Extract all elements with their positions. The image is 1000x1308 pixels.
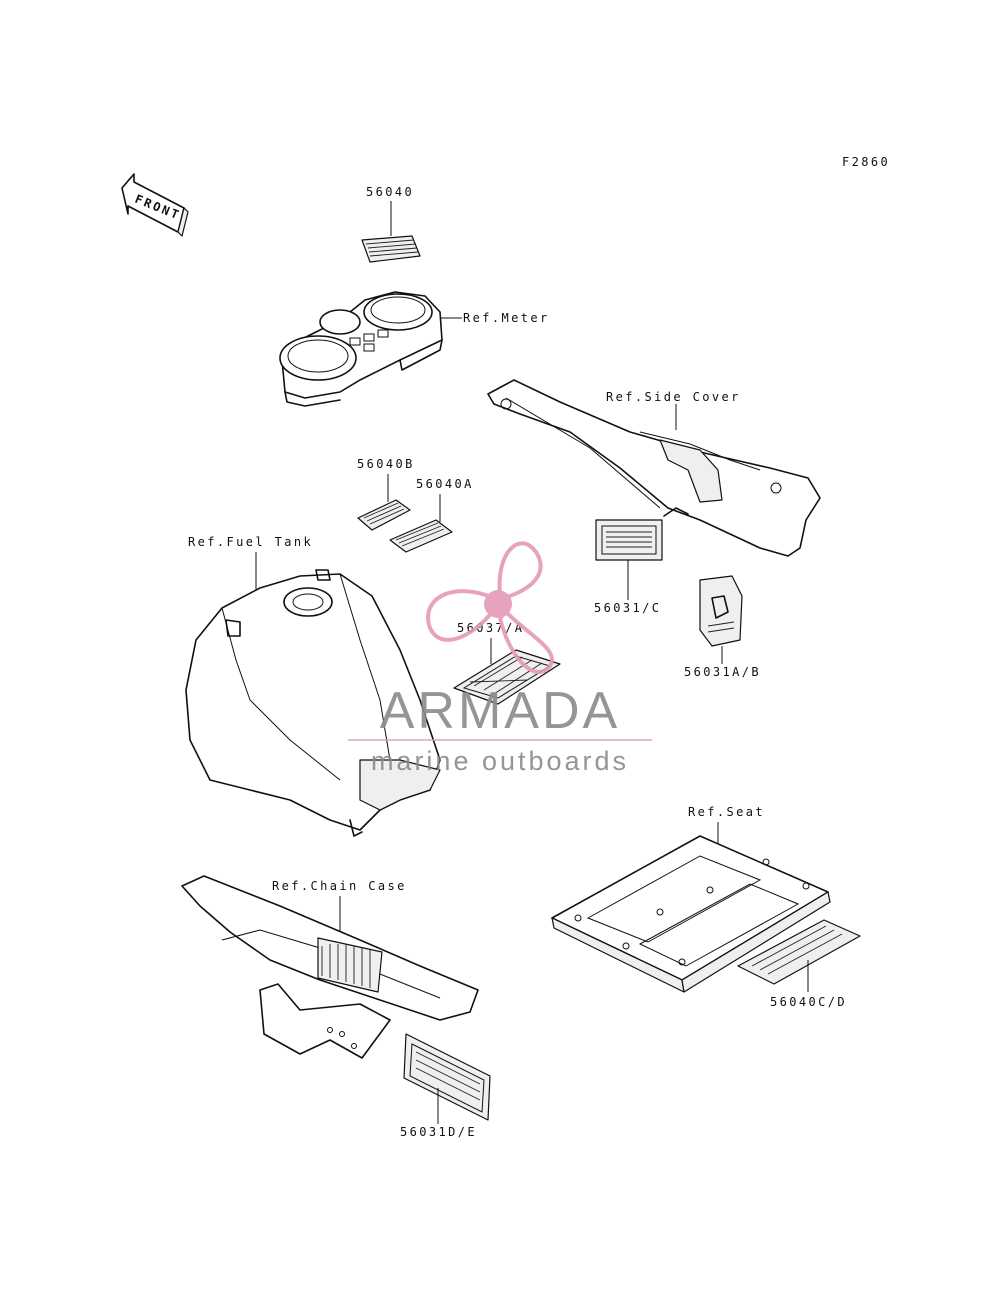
- label-56040a: 56040A: [416, 477, 474, 491]
- fuel-tank: [185, 569, 441, 837]
- propeller-logo-icon: [426, 541, 554, 674]
- front-arrow-icon: FRONT: [121, 173, 189, 237]
- label-56031c: 56031/C: [594, 601, 661, 615]
- decal-56031c: [595, 519, 663, 561]
- label-ref-side-cover: Ref.Side Cover: [606, 390, 741, 404]
- decal-56040cd: [737, 919, 861, 985]
- label-56031ab: 56031A/B: [684, 665, 761, 679]
- watermark-subtitle: marine outboards: [371, 746, 629, 776]
- label-56031de: 56031D/E: [400, 1125, 477, 1139]
- meter-assembly: [279, 291, 443, 407]
- decal-56031de: [403, 1033, 491, 1121]
- label-ref-meter: Ref.Meter: [463, 311, 550, 325]
- seat-base: [551, 835, 831, 993]
- figure-code: F2860: [842, 155, 890, 169]
- watermark-title: ARMADA: [380, 682, 620, 740]
- label-56040cd: 56040C/D: [770, 995, 847, 1009]
- label-56040: 56040: [366, 185, 414, 199]
- watermark: ARMADA marine outboards: [348, 541, 652, 776]
- label-ref-chain-case: Ref.Chain Case: [272, 879, 407, 893]
- chain-case: [181, 875, 479, 1059]
- side-cover: [487, 379, 821, 557]
- decal-56040: [361, 235, 421, 263]
- label-56040b: 56040B: [357, 457, 415, 471]
- label-ref-fuel-tank: Ref.Fuel Tank: [188, 535, 313, 549]
- decal-56040a: [389, 519, 453, 553]
- decal-56037a: [453, 649, 561, 705]
- label-ref-seat: Ref.Seat: [688, 805, 765, 819]
- decal-56031ab: [699, 575, 743, 647]
- decal-56040b: [357, 499, 411, 531]
